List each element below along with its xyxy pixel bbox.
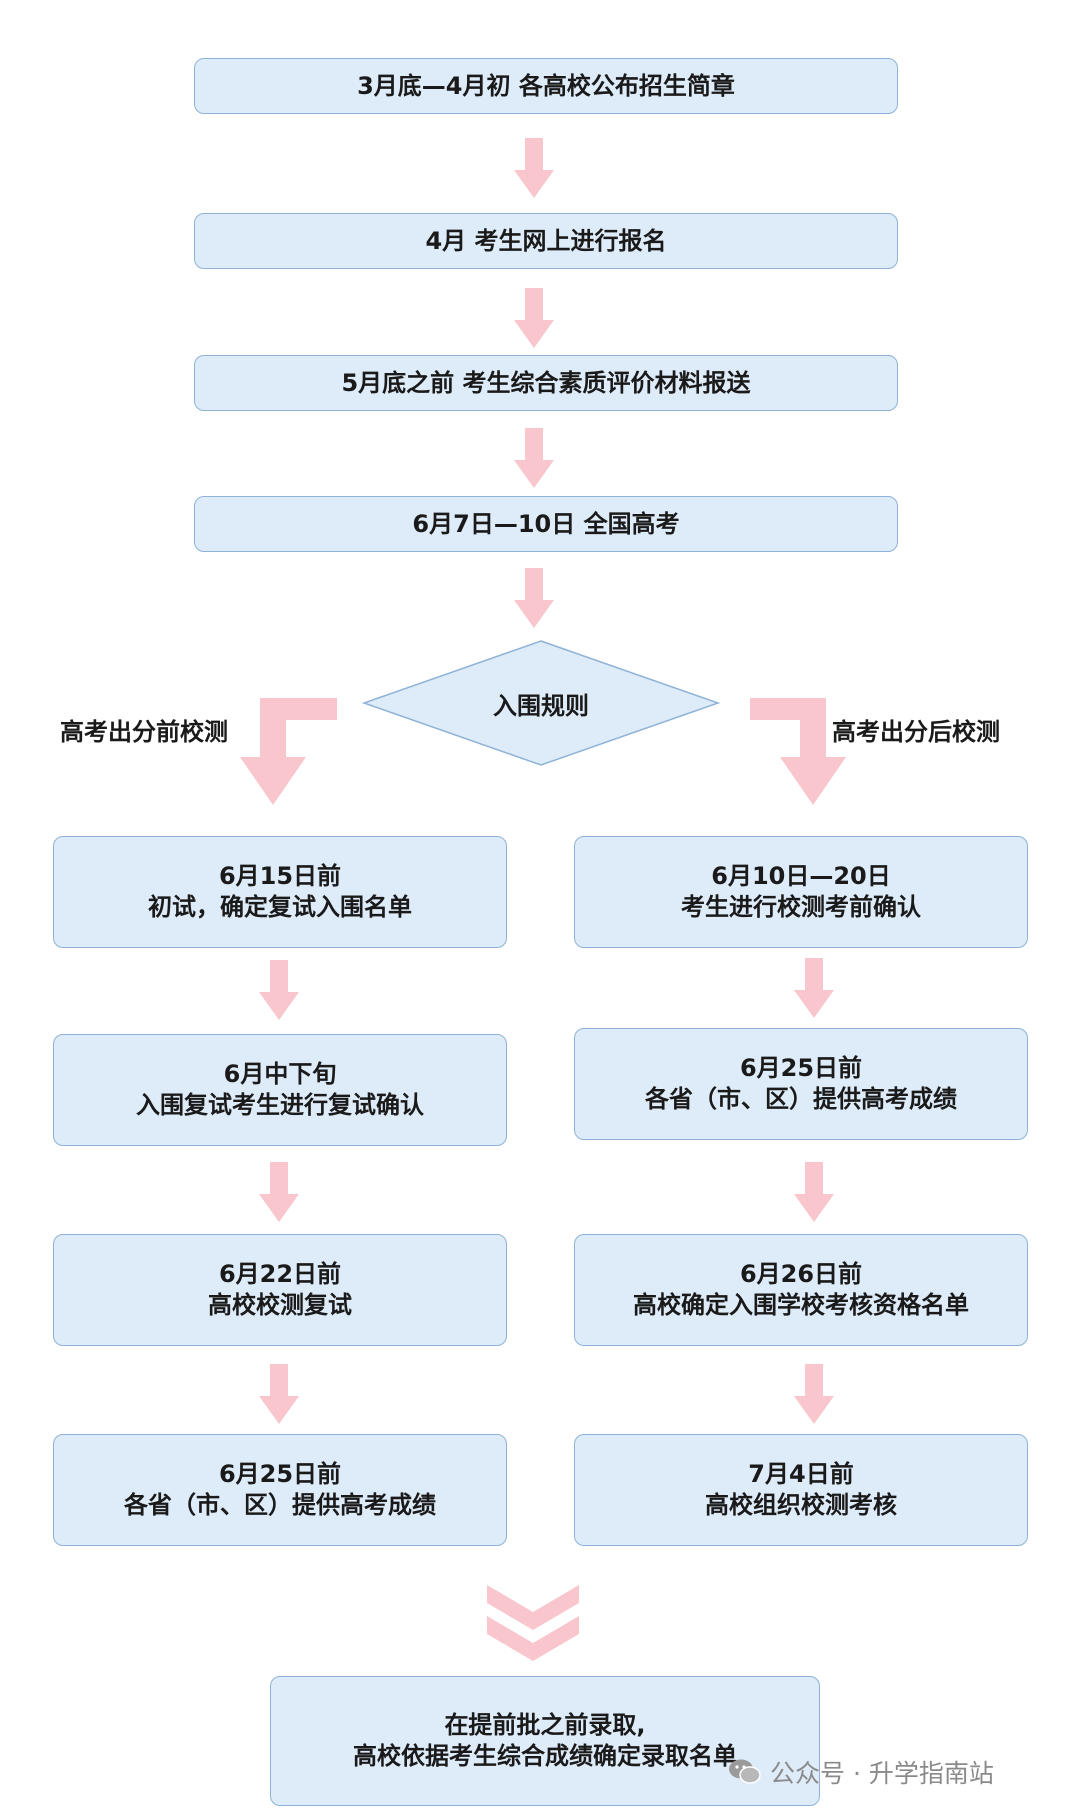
step-date: 6月中下旬 [223,1060,337,1088]
left-step-4: 6月25日前 各省（市、区）提供高考成绩 [53,1434,507,1546]
step-publish-brochure: 3月底—4月初 各高校公布招生简章 [194,58,898,114]
branch-label-left: 高考出分前校测 [60,718,228,746]
down-arrow-icon [514,288,554,348]
branch-label-right: 高考出分后校测 [832,718,1000,746]
step-date: 6月26日前 [739,1260,863,1288]
step-online-registration: 4月 考生网上进行报名 [194,213,898,269]
down-arrow-icon [514,568,554,628]
down-arrow-icon [794,1364,834,1424]
watermark-text: 公众号 · 升学指南站 [770,1759,994,1788]
left-step-1: 6月15日前 初试，确定复试入围名单 [53,836,507,948]
step-desc: 各省（市、区）提供高考成绩 [124,1491,436,1519]
step-text: 6月7日—10日 全国高考 [412,509,680,538]
left-step-2: 6月中下旬 入围复试考生进行复试确认 [53,1034,507,1146]
right-step-2: 6月25日前 各省（市、区）提供高考成绩 [574,1028,1028,1140]
watermark: 公众号 · 升学指南站 [728,1752,994,1792]
branch-arrow-right-icon [750,698,846,805]
left-step-3: 6月22日前 高校校测复试 [53,1234,507,1346]
step-gaokao: 6月7日—10日 全国高考 [194,496,898,552]
step-desc: 初试，确定复试入围名单 [148,893,412,921]
step-text: 3月底—4月初 各高校公布招生简章 [357,71,735,100]
down-arrow-icon [259,960,299,1020]
step-desc: 高校校测复试 [208,1291,352,1319]
step-text: 5月底之前 考生综合素质评价材料报送 [341,368,751,397]
right-step-3: 6月26日前 高校确定入围学校考核资格名单 [574,1234,1028,1346]
step-desc: 各省（市、区）提供高考成绩 [645,1085,957,1113]
final-admission-box: 在提前批之前录取, 高校依据考生综合成绩确定录取名单 [270,1676,820,1806]
step-date: 6月22日前 [218,1260,342,1288]
decision-text: 入围规则 [493,692,589,720]
right-step-4: 7月4日前 高校组织校测考核 [574,1434,1028,1546]
step-date: 7月4日前 [748,1460,854,1488]
step-date: 6月25日前 [739,1054,863,1082]
branch-arrow-left-icon [240,698,337,805]
decision-diamond [361,640,721,766]
final-line-1: 在提前批之前录取, [444,1711,646,1739]
down-arrow-icon [794,1162,834,1222]
down-arrow-icon [259,1162,299,1222]
step-submit-materials: 5月底之前 考生综合素质评价材料报送 [194,355,898,411]
down-arrow-icon [514,138,554,198]
chevron-down-double-icon [487,1585,579,1661]
step-date: 6月25日前 [218,1460,342,1488]
down-arrow-icon [794,958,834,1018]
step-desc: 考生进行校测考前确认 [681,893,921,921]
step-date: 6月10日—20日 [711,862,891,890]
step-desc: 高校组织校测考核 [705,1491,897,1519]
down-arrow-icon [259,1364,299,1424]
final-line-2: 高校依据考生综合成绩确定录取名单 [353,1742,737,1770]
step-date: 6月15日前 [218,862,342,890]
step-desc: 入围复试考生进行复试确认 [136,1091,424,1119]
step-desc: 高校确定入围学校考核资格名单 [633,1291,969,1319]
step-text: 4月 考生网上进行报名 [425,226,667,255]
down-arrow-icon [514,428,554,488]
right-step-1: 6月10日—20日 考生进行校测考前确认 [574,836,1028,948]
wechat-icon [729,1759,761,1784]
